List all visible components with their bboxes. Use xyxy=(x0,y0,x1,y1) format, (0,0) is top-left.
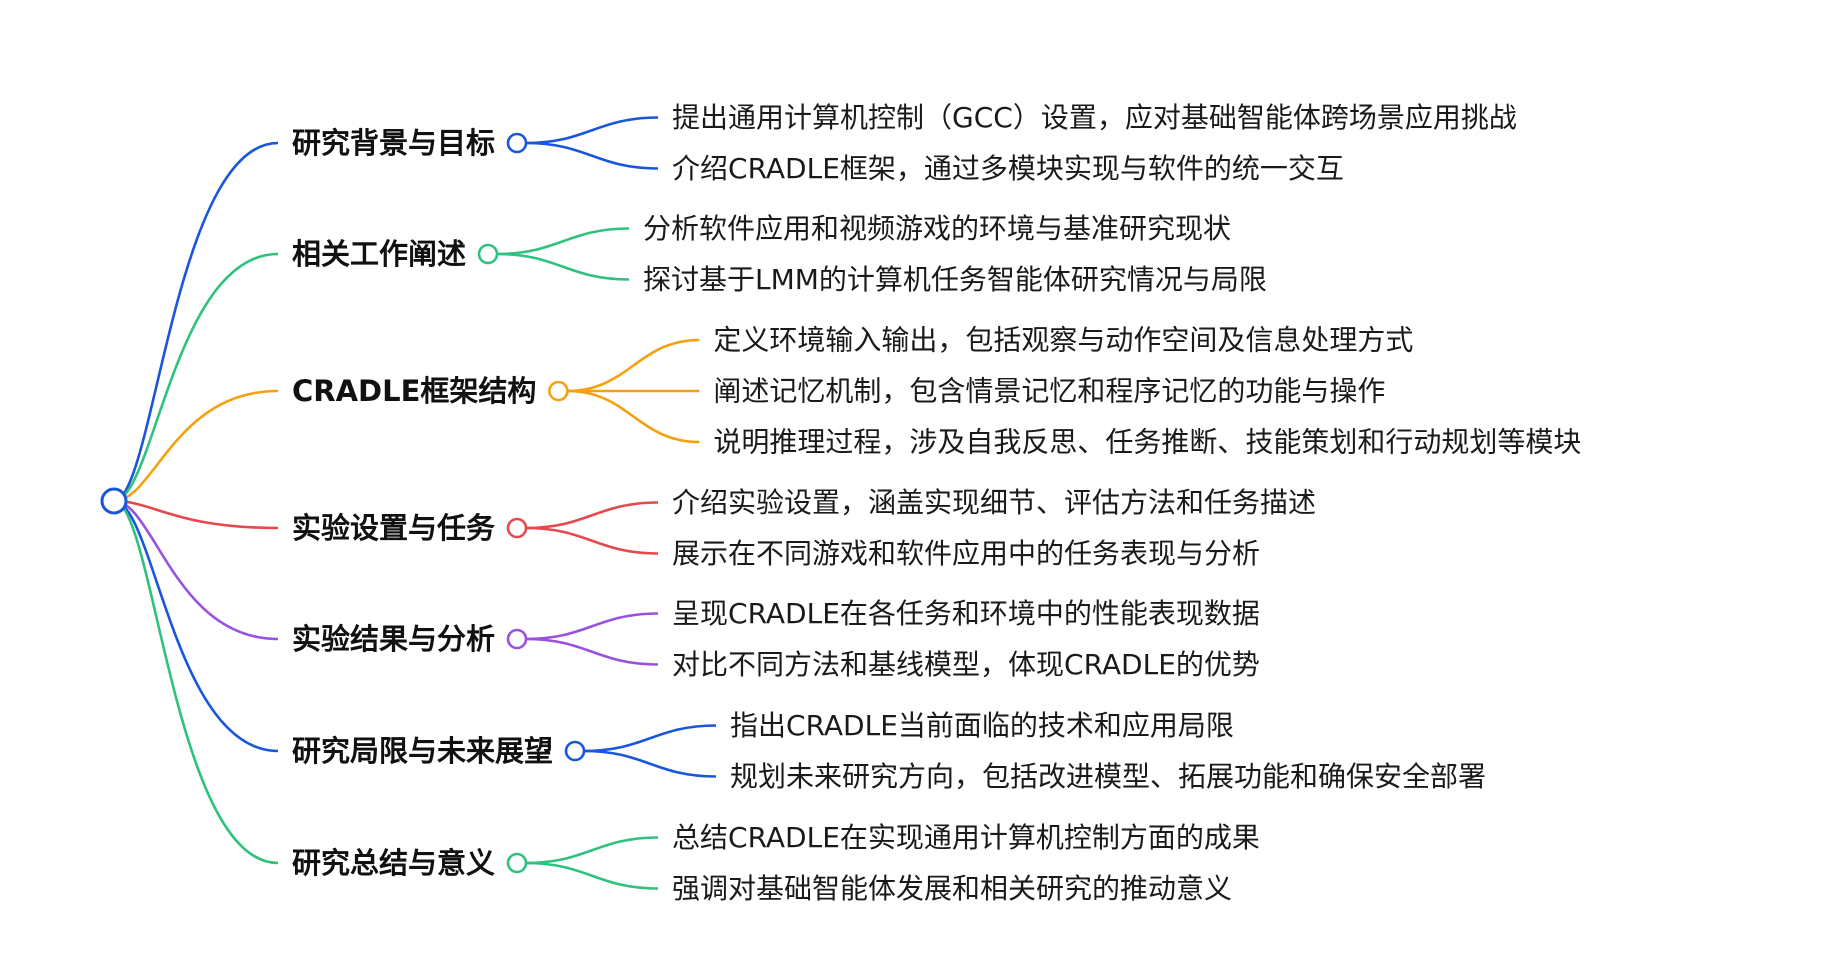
branch-node-4 xyxy=(506,517,528,539)
leaf-link-2-2 xyxy=(497,252,630,281)
leaf-label-4-2: 展示在不同游戏和软件应用中的任务表现与分析 xyxy=(672,537,1260,570)
branch-label-3: CRADLE框架结构 xyxy=(292,374,536,408)
root-link-1 xyxy=(113,141,279,503)
links-layer xyxy=(113,116,717,890)
leaf-label-1-1: 提出通用计算机控制（GCC）设置，应对基础智能体跨场景应用挑战 xyxy=(672,101,1517,134)
root-node xyxy=(100,487,128,515)
leaf-label-6-2: 规划未来研究方向，包括改进模型、拓展功能和确保安全部署 xyxy=(730,760,1486,793)
leaf-label-2-1: 分析软件应用和视频游戏的环境与基准研究现状 xyxy=(643,212,1231,245)
branch-node-2 xyxy=(477,243,499,265)
leaf-label-5-1: 呈现CRADLE在各任务和环境中的性能表现数据 xyxy=(672,597,1260,630)
branch-node-3 xyxy=(548,380,569,402)
leaf-label-3-1: 定义环境输入输出，包括观察与动作空间及信息处理方式 xyxy=(713,324,1413,357)
branch-label-1: 研究背景与目标 xyxy=(292,126,495,160)
leaf-link-7-1 xyxy=(526,836,659,865)
leaf-link-6-2 xyxy=(584,749,717,778)
leaf-label-2-2: 探讨基于LMM的计算机任务智能体研究情况与局限 xyxy=(643,263,1267,296)
leaf-label-7-1: 总结CRADLE在实现通用计算机控制方面的成果 xyxy=(672,821,1260,854)
leaf-label-4-1: 介绍实验设置，涵盖实现细节、评估方法和任务描述 xyxy=(672,486,1316,519)
leaf-label-5-2: 对比不同方法和基线模型，体现CRADLE的优势 xyxy=(672,648,1260,681)
leaf-link-7-2 xyxy=(526,861,659,890)
root-link-2 xyxy=(113,252,279,503)
branch-label-2: 相关工作阐述 xyxy=(292,237,466,271)
leaf-link-1-1 xyxy=(526,116,659,145)
leaf-link-3-3 xyxy=(567,389,700,444)
root-link-7 xyxy=(113,499,279,865)
branch-node-5 xyxy=(506,628,528,650)
leaf-link-6-1 xyxy=(584,724,717,753)
root-link-5 xyxy=(113,499,279,641)
root-link-4 xyxy=(113,499,279,530)
branch-node-6 xyxy=(564,740,586,762)
leaf-label-3-2: 阐述记忆机制，包含情景记忆和程序记忆的功能与操作 xyxy=(713,375,1385,408)
branch-label-6: 研究局限与未来展望 xyxy=(292,734,553,768)
leaf-link-1-2 xyxy=(526,141,659,170)
nodes-layer: 研究背景与目标 提出通用计算机控制（GCC）设置，应对基础智能体跨场景应用挑战介绍… xyxy=(100,101,1581,905)
leaf-label-6-1: 指出CRADLE当前面临的技术和应用局限 xyxy=(730,709,1234,742)
leaf-label-3-3: 说明推理过程，涉及自我反思、任务推断、技能策划和行动规划等模块 xyxy=(713,426,1581,459)
leaf-label-7-2: 强调对基础智能体发展和相关研究的推动意义 xyxy=(672,872,1232,905)
leaf-link-3-1 xyxy=(567,338,700,393)
root-link-3 xyxy=(113,389,279,503)
branch-label-4: 实验设置与任务 xyxy=(292,511,495,545)
branch-node-7 xyxy=(506,852,528,874)
leaf-link-4-2 xyxy=(526,526,659,555)
branch-label-7: 研究总结与意义 xyxy=(292,846,495,880)
leaf-label-1-2: 介绍CRADLE框架，通过多模块实现与软件的统一交互 xyxy=(672,152,1344,185)
leaf-link-5-1 xyxy=(526,612,659,641)
leaf-link-5-2 xyxy=(526,637,659,666)
leaf-link-2-1 xyxy=(497,227,630,256)
leaf-link-4-1 xyxy=(526,501,659,530)
root-link-6 xyxy=(113,499,279,753)
branch-node-1 xyxy=(506,132,528,154)
branch-label-5: 实验结果与分析 xyxy=(292,622,495,656)
